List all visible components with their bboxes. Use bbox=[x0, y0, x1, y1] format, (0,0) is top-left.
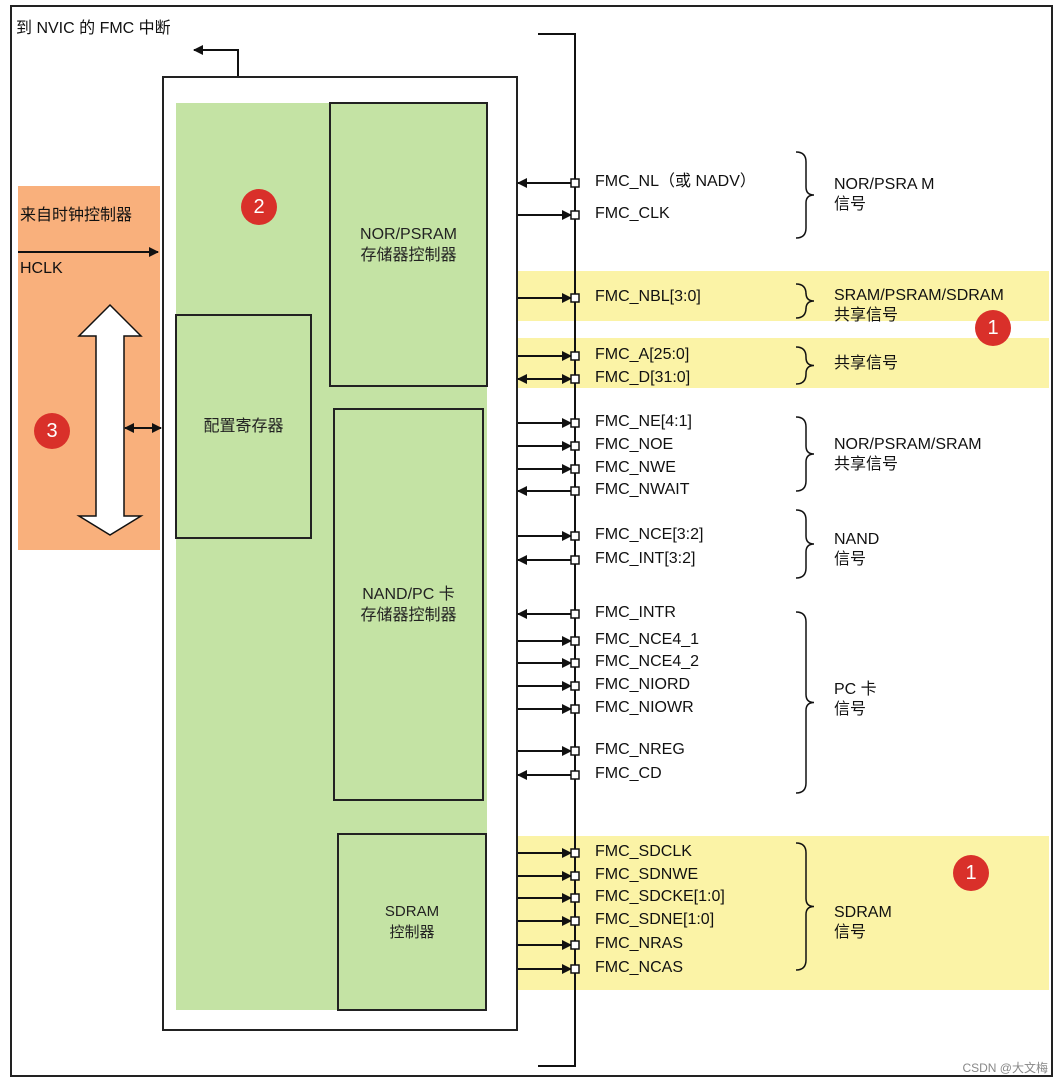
badge-shared: 1 bbox=[975, 310, 1011, 346]
group-label: 共享信号 bbox=[834, 355, 899, 372]
signal-pin bbox=[570, 893, 580, 903]
signal-label: FMC_NE[4:1] bbox=[595, 413, 692, 430]
group-brace bbox=[795, 416, 815, 492]
signal-pin bbox=[570, 441, 580, 451]
group-brace bbox=[795, 283, 815, 319]
signal-arrows bbox=[517, 178, 580, 974]
badge-sdram: 1 bbox=[953, 855, 989, 891]
signal-pin bbox=[570, 531, 580, 541]
group-label: NAND 信号 bbox=[834, 531, 880, 568]
signal-label: FMC_INTR bbox=[595, 604, 676, 621]
group-label: SRAM/PSRAM/SDRAM 共享信号 bbox=[834, 287, 1004, 324]
badge-controller: 2 bbox=[241, 189, 277, 225]
signal-label: FMC_D[31:0] bbox=[595, 369, 691, 386]
nor-psram-controller: NOR/PSRAM 存储器控制器 bbox=[329, 102, 488, 387]
signal-label: FMC_SDNE[1:0] bbox=[595, 911, 715, 928]
signal-pin bbox=[570, 658, 580, 668]
signal-label: FMC_NCE[3:2] bbox=[595, 526, 704, 543]
signal-label: FMC_NREG bbox=[595, 741, 685, 758]
external-bus-line bbox=[538, 33, 576, 1067]
signal-label: FMC_NIORD bbox=[595, 676, 691, 693]
group-brace bbox=[795, 509, 815, 579]
group-brace bbox=[795, 842, 815, 971]
watermark: CSDN @大文梅 bbox=[962, 1061, 1048, 1075]
signal-pin bbox=[570, 746, 580, 756]
signal-pin bbox=[570, 609, 580, 619]
signal-label: FMC_SDCLK bbox=[595, 843, 692, 860]
signal-pin bbox=[570, 916, 580, 926]
amba-bus-region bbox=[18, 186, 160, 550]
signal-label: FMC_NWE bbox=[595, 459, 676, 476]
shared-band-addr-data bbox=[517, 338, 1049, 388]
signal-pin bbox=[570, 555, 580, 565]
signal-label: FMC_NIOWR bbox=[595, 699, 694, 716]
signal-label: FMC_NCAS bbox=[595, 959, 684, 976]
signal-pin bbox=[570, 770, 580, 780]
signal-pin bbox=[570, 940, 580, 950]
signal-label: FMC_NOE bbox=[595, 436, 674, 453]
signal-label: FMC_CLK bbox=[595, 205, 670, 222]
signal-label: FMC_NBL[3:0] bbox=[595, 288, 701, 305]
signal-label: FMC_NL（或 NADV） bbox=[595, 173, 756, 190]
shared-band-nbl bbox=[517, 271, 1049, 321]
signal-label: FMC_INT[3:2] bbox=[595, 550, 696, 567]
signal-pin bbox=[570, 681, 580, 691]
signal-pin bbox=[570, 486, 580, 496]
group-label: NOR/PSRA M 信号 bbox=[834, 176, 935, 213]
signal-label: FMC_NCE4_1 bbox=[595, 631, 700, 648]
signal-label: FMC_NRAS bbox=[595, 935, 684, 952]
signal-label: FMC_NWAIT bbox=[595, 481, 690, 498]
signal-pin bbox=[570, 351, 580, 361]
signal-label: FMC_A[25:0] bbox=[595, 346, 690, 363]
group-braces bbox=[795, 151, 815, 971]
signal-pin bbox=[570, 374, 580, 384]
signal-pin bbox=[570, 293, 580, 303]
config-register: 配置寄存器 bbox=[175, 314, 312, 539]
nand-pc-controller: NAND/PC 卡 存储器控制器 bbox=[333, 408, 484, 801]
group-label: PC 卡 信号 bbox=[834, 681, 877, 718]
hclk-label: HCLK bbox=[20, 260, 63, 277]
signal-label: FMC_NCE4_2 bbox=[595, 653, 700, 670]
signal-pin bbox=[570, 210, 580, 220]
signal-pin bbox=[570, 178, 580, 188]
signal-pin bbox=[570, 418, 580, 428]
amba-bus-arrow bbox=[76, 303, 144, 536]
signal-pin bbox=[570, 636, 580, 646]
group-label: SDRAM 信号 bbox=[834, 904, 892, 941]
signal-pin bbox=[570, 871, 580, 881]
sdram-controller: SDRAM 控制器 bbox=[337, 833, 487, 1011]
signal-label: FMC_SDCKE[1:0] bbox=[595, 888, 725, 905]
signal-pin bbox=[570, 704, 580, 714]
nvic-interrupt-arrow bbox=[193, 45, 239, 76]
signal-pin bbox=[570, 848, 580, 858]
signal-label: FMC_CD bbox=[595, 765, 662, 782]
signal-pin bbox=[570, 464, 580, 474]
badge-amba: 3 bbox=[34, 413, 70, 449]
group-brace bbox=[795, 151, 815, 239]
signal-label: FMC_SDNWE bbox=[595, 866, 699, 883]
diagram-frame bbox=[10, 5, 1053, 1077]
clock-source-label: 来自时钟控制器 bbox=[20, 207, 133, 224]
group-label: NOR/PSRAM/SRAM 共享信号 bbox=[834, 436, 982, 473]
signal-pin bbox=[570, 964, 580, 974]
nvic-interrupt-label: 到 NVIC 的 FMC 中断 bbox=[16, 20, 171, 37]
group-brace bbox=[795, 346, 815, 385]
group-brace bbox=[795, 611, 815, 794]
